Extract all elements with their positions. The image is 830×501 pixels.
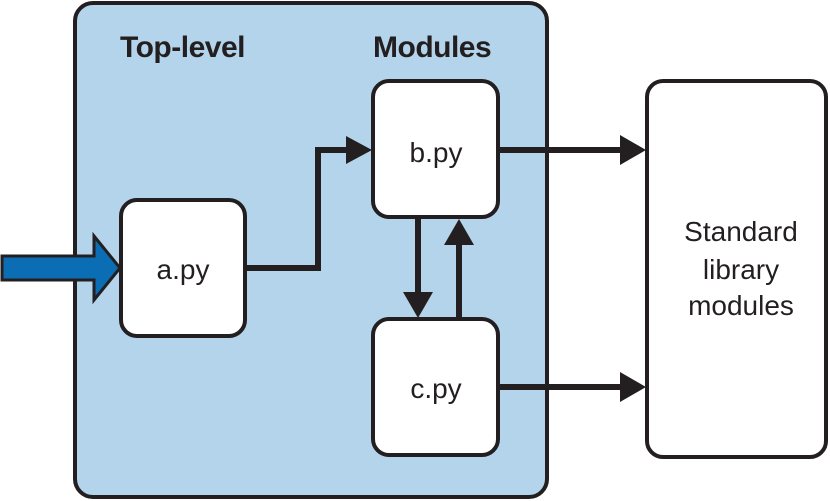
edge-c-to-b bbox=[444, 219, 474, 318]
node-a-py[interactable]: a.py bbox=[119, 198, 247, 338]
node-standard-library[interactable]: Standard library modules bbox=[645, 79, 828, 459]
node-b-py[interactable]: b.py bbox=[371, 79, 500, 219]
edge-b-to-c bbox=[403, 218, 433, 318]
top-level-header: Top-level bbox=[120, 31, 245, 64]
edge-a-to-b bbox=[246, 136, 372, 271]
stdlib-label-line-3: modules bbox=[688, 290, 794, 321]
edge-b-to-stdlib bbox=[499, 135, 646, 165]
node-b-py-label: b.py bbox=[410, 137, 463, 168]
modules-header: Modules bbox=[373, 31, 491, 64]
stdlib-label-line-1: Standard bbox=[684, 216, 798, 247]
edge-c-to-stdlib bbox=[499, 372, 646, 402]
entry-arrow bbox=[0, 231, 122, 305]
node-c-py-label: c.py bbox=[410, 373, 461, 404]
node-c-py[interactable]: c.py bbox=[371, 317, 500, 457]
stdlib-label-line-2: library bbox=[703, 254, 779, 285]
node-a-py-label: a.py bbox=[157, 254, 210, 285]
